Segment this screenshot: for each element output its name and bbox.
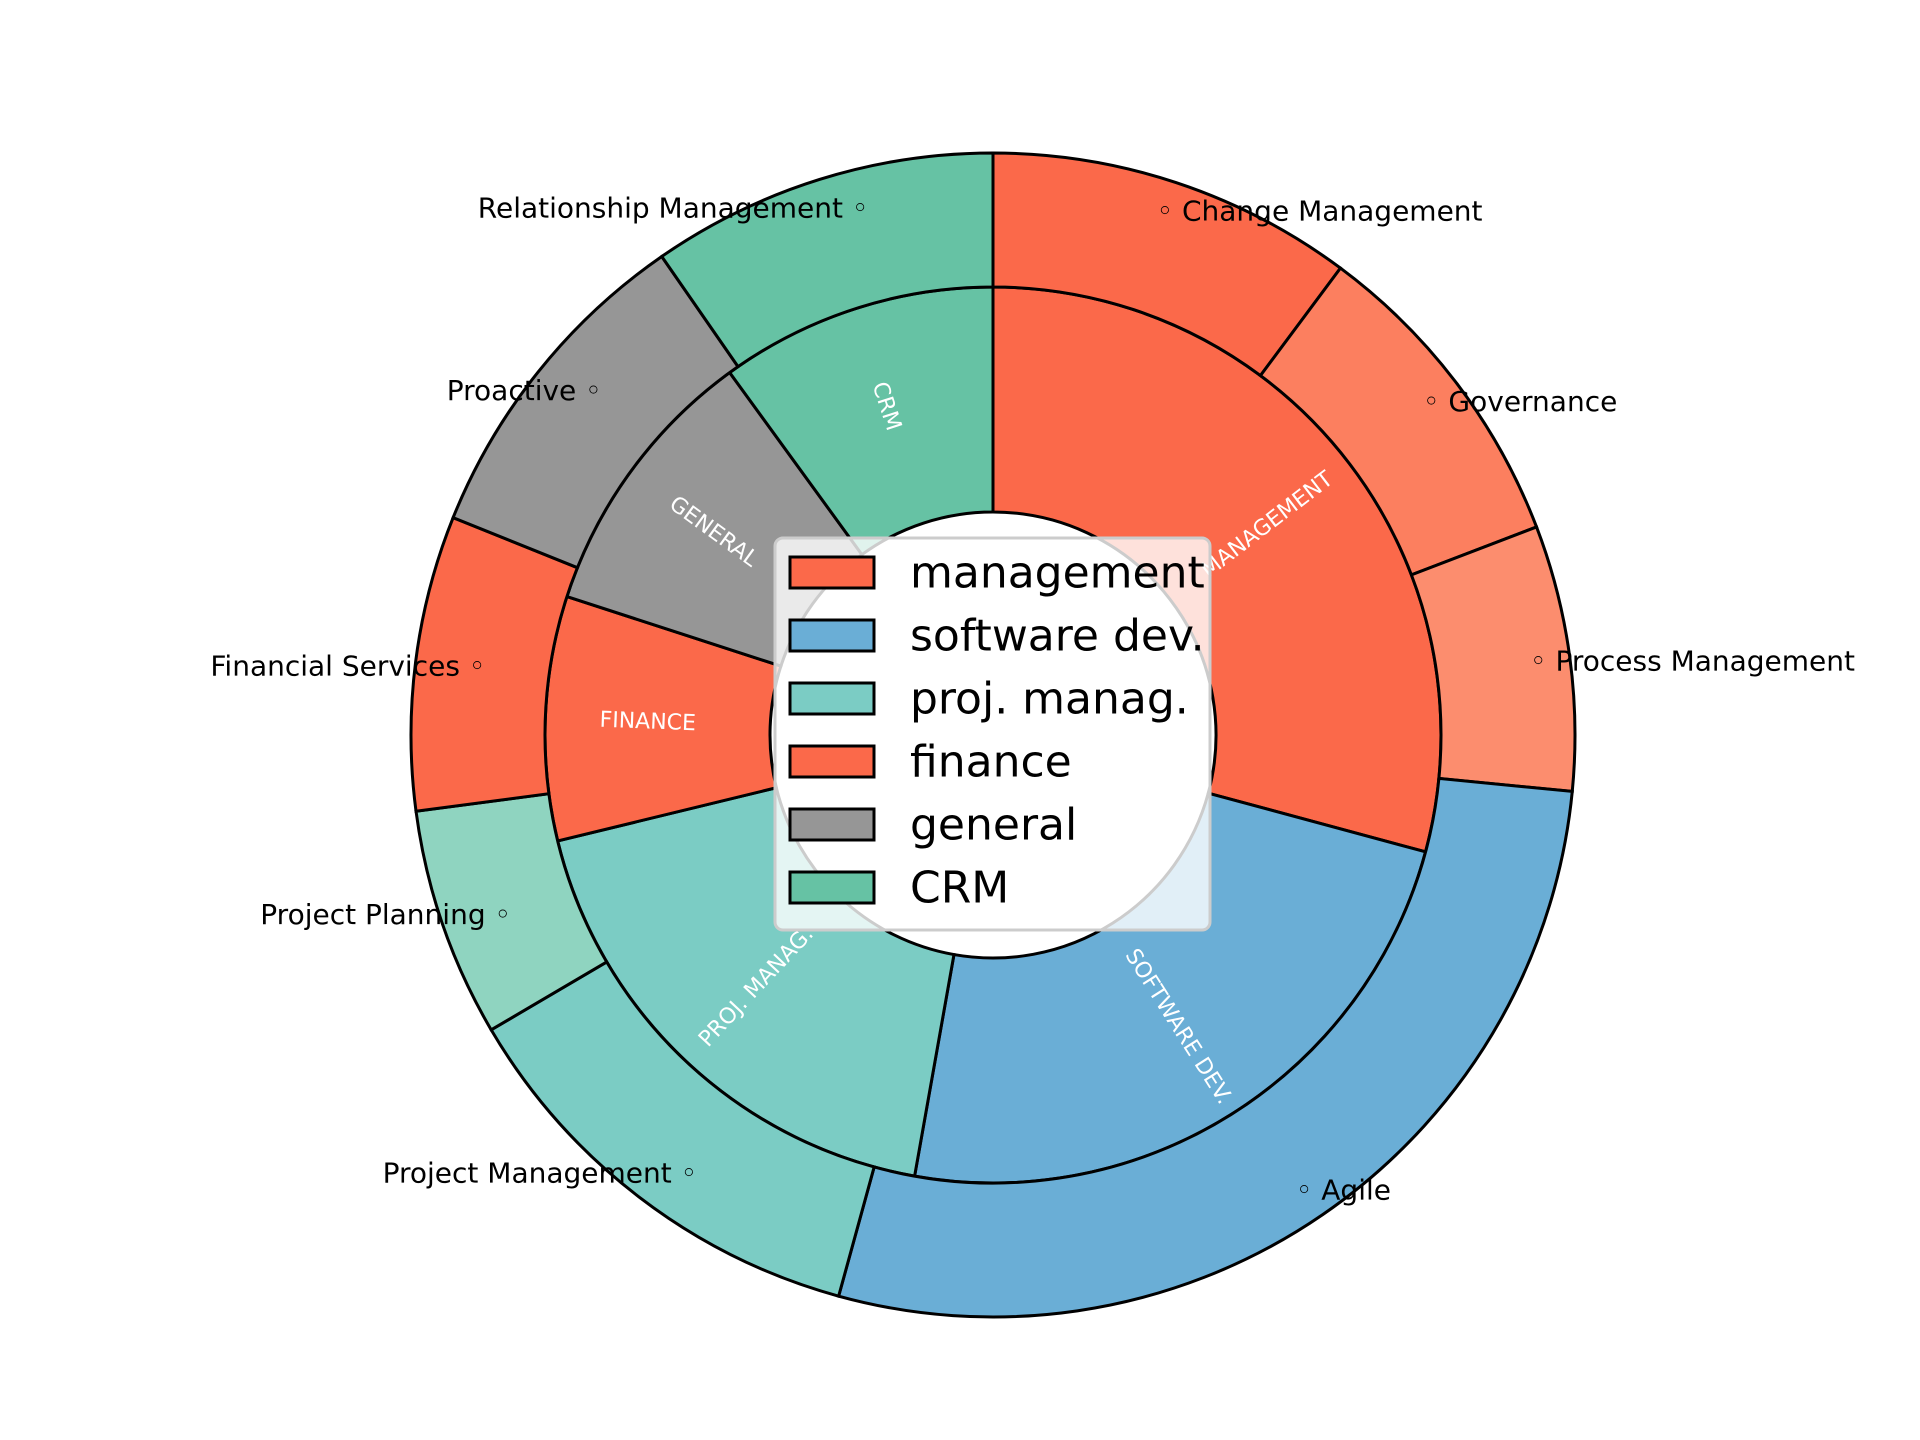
outer-ring: [409, 151, 1577, 1319]
inner-label-finance: FINANCE: [599, 708, 696, 737]
legend-frame: [773, 536, 1212, 932]
legend-entries: management software dev. proj. manag. finan…: [788, 548, 1205, 914]
outer-label-governance: ◦ Governance: [1423, 385, 1617, 418]
outer-label-financial-services: Financial Services ◦: [210, 649, 485, 682]
legend-swatch-crm: [788, 870, 876, 905]
outer-label-project-planning: Project Planning ◦: [260, 898, 511, 931]
outer-wedge-relationship-management: [659, 151, 995, 369]
legend-label-general: general: [910, 800, 1077, 851]
outer-label-change-management: ◦ Change Management: [1157, 194, 1483, 227]
legend: management software dev. proj. manag. finan…: [773, 536, 1212, 932]
legend-label-software-dev: software dev.: [910, 611, 1205, 662]
outer-wedge-agile: [836, 776, 1574, 1319]
outer-label-agile: ◦ Agile: [1296, 1173, 1391, 1206]
legend-swatch-management: [788, 555, 876, 590]
legend-swatch-software-dev: [788, 618, 876, 653]
legend-label-finance: finance: [910, 737, 1072, 788]
outer-label-relationship-management: Relationship Management ◦: [478, 192, 869, 225]
outer-label-proactive: Proactive ◦: [447, 374, 602, 407]
legend-label-crm: CRM: [910, 863, 1009, 914]
outer-ring-labels: ◦ Change Management ◦ Governance ◦ Process…: [210, 192, 1855, 1207]
outer-label-project-management: Project Management ◦: [383, 1157, 698, 1190]
legend-swatch-finance: [788, 744, 876, 779]
legend-label-management: management: [910, 548, 1205, 599]
legend-swatch-proj-manag: [788, 681, 876, 716]
legend-label-proj-manag: proj. manag.: [910, 674, 1189, 725]
outer-label-process-management: ◦ Process Management: [1530, 645, 1855, 678]
legend-swatch-general: [788, 807, 876, 842]
